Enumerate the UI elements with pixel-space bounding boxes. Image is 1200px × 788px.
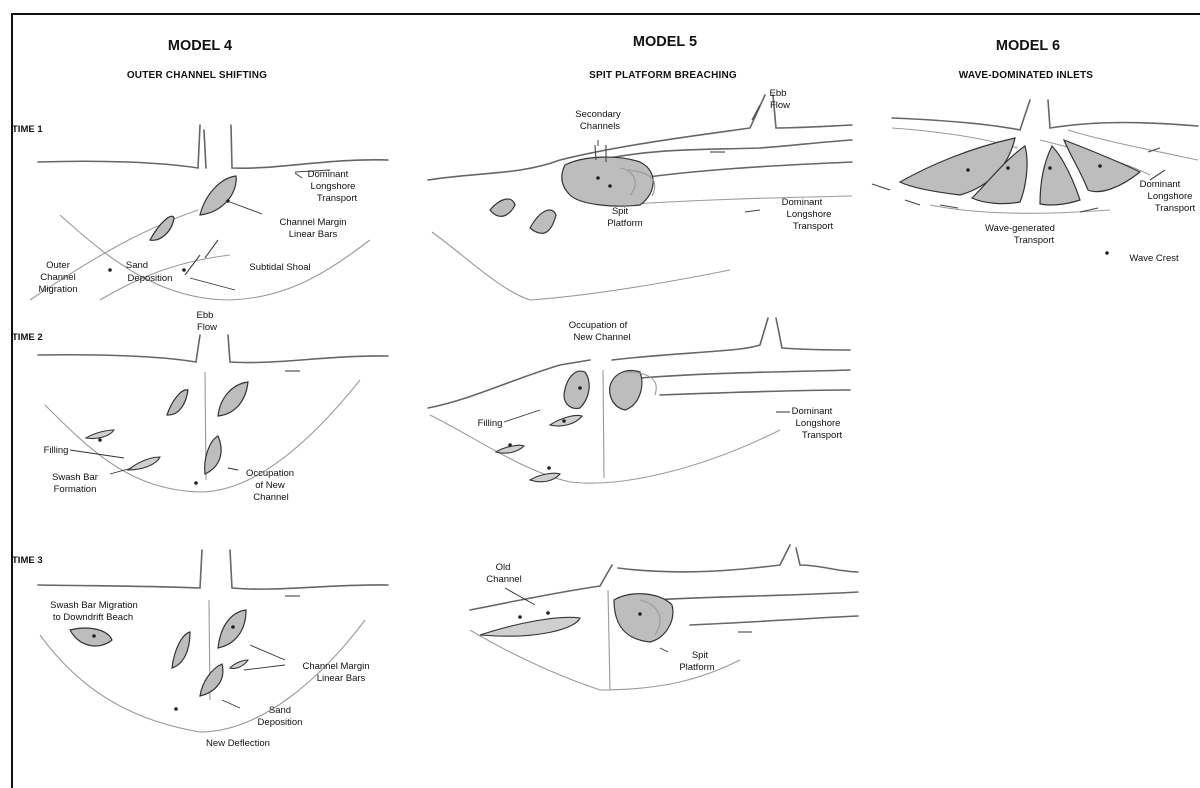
model-4-subtitle: OUTER CHANNEL SHIFTING xyxy=(127,70,267,81)
label-transport-wave: Transport xyxy=(1014,235,1055,246)
model-4-time-2-sketch xyxy=(38,335,388,492)
label-to-downdrift-beach: to Downdrift Beach xyxy=(53,612,133,623)
model-4-time-1-sketch xyxy=(30,125,388,300)
label-wave-generated: Wave-generated xyxy=(985,223,1055,234)
label-ebb-m5: Ebb xyxy=(770,88,787,99)
time-3-label: TIME 3 xyxy=(12,555,43,566)
label-channels: Channels xyxy=(580,121,620,132)
label-of-new: of New xyxy=(255,480,285,491)
label-transport: Transport xyxy=(317,193,358,204)
label-old: Old xyxy=(496,562,511,573)
label-dominant-m5t2: Dominant xyxy=(792,406,833,417)
label-longshore-m5: Longshore xyxy=(787,209,832,220)
label-outer: Outer xyxy=(46,260,70,271)
label-wave-crest: Wave Crest xyxy=(1129,253,1179,264)
label-channel-new: Channel xyxy=(253,492,288,503)
label-longshore-m6: Longshore xyxy=(1148,191,1193,202)
label-sand: Sand xyxy=(126,260,148,271)
model-5-title: MODEL 5 xyxy=(633,34,697,50)
model-5-time-2-sketch xyxy=(428,318,850,483)
label-filling-m5: Filling xyxy=(478,418,503,429)
label-deposition-t3: Deposition xyxy=(258,717,303,728)
time-2-label: TIME 2 xyxy=(12,332,43,343)
label-longshore: Longshore xyxy=(311,181,356,192)
label-flow-m5: Flow xyxy=(770,100,790,111)
label-deposition: Deposition xyxy=(128,273,173,284)
model-5-time-3-sketch xyxy=(470,545,858,690)
model-4-time-3-sketch xyxy=(38,550,388,732)
model-6-subtitle: WAVE-DOMINATED INLETS xyxy=(959,70,1094,81)
label-spit: Spit xyxy=(612,206,629,217)
label-platform: Platform xyxy=(607,218,642,229)
label-new-deflection: New Deflection xyxy=(206,738,270,749)
label-dominant: Dominant xyxy=(308,169,349,180)
label-platform-t3: Platform xyxy=(679,662,714,673)
label-subtidal-shoal: Subtidal Shoal xyxy=(249,262,310,273)
label-new-channel: New Channel xyxy=(573,332,630,343)
label-dominant-m6: Dominant xyxy=(1140,179,1181,190)
model-5-subtitle: SPIT PLATFORM BREACHING xyxy=(589,70,737,81)
label-transport-m6: Transport xyxy=(1155,203,1196,214)
label-linear-bars-t3: Linear Bars xyxy=(317,673,366,684)
label-channel: Channel xyxy=(40,272,75,283)
label-old-channel: Channel xyxy=(486,574,521,585)
label-ebb: Ebb xyxy=(197,310,214,321)
label-sand-t3: Sand xyxy=(269,705,291,716)
label-swash-bar-migration: Swash Bar Migration xyxy=(50,600,138,611)
label-flow: Flow xyxy=(197,322,217,333)
time-1-label: TIME 1 xyxy=(12,124,43,135)
label-occupation-of: Occupation of xyxy=(569,320,628,331)
label-linear-bars: Linear Bars xyxy=(289,229,338,240)
label-channel-margin-t3: Channel Margin xyxy=(302,661,369,672)
model-4-title: MODEL 4 xyxy=(168,38,232,54)
label-filling: Filling xyxy=(44,445,69,456)
label-spit-t3: Spit xyxy=(692,650,709,661)
label-swash-bar: Swash Bar xyxy=(52,472,98,483)
model-6-title: MODEL 6 xyxy=(996,38,1060,54)
label-secondary: Secondary xyxy=(575,109,621,120)
label-formation: Formation xyxy=(54,484,97,495)
label-transport-m5t2: Transport xyxy=(802,430,843,441)
label-transport-m5: Transport xyxy=(793,221,834,232)
label-channel-margin: Channel Margin xyxy=(279,217,346,228)
label-dominant-m5: Dominant xyxy=(782,197,823,208)
label-longshore-m5t2: Longshore xyxy=(796,418,841,429)
label-occupation: Occupation xyxy=(246,468,294,479)
label-migration: Migration xyxy=(38,284,77,295)
